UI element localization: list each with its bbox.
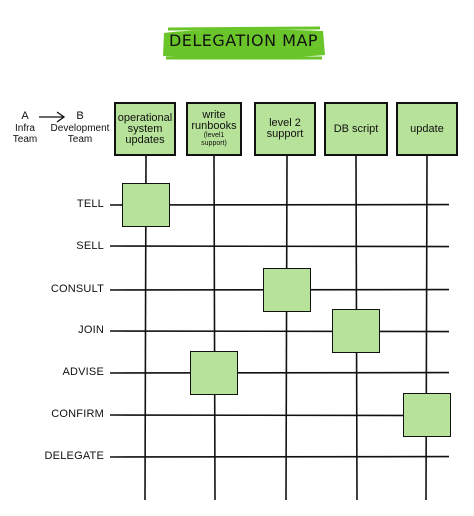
row-label-join: JOIN <box>78 324 104 336</box>
row-gridline <box>109 414 450 417</box>
column-gridline <box>285 155 288 501</box>
row-label-confirm: CONFIRM <box>51 408 104 420</box>
title-highlight <box>163 26 325 60</box>
arrow-right-icon <box>39 111 66 123</box>
legend-to-team: Development Team <box>50 123 110 145</box>
column-header-level2: level 2 support <box>254 102 316 156</box>
legend-from-team: Infra Team <box>12 123 38 145</box>
row-gridline <box>109 245 450 248</box>
delegation-cell <box>403 393 451 437</box>
row-label-delegate: DELEGATE <box>44 450 104 462</box>
column-label: operational system updates <box>117 111 173 146</box>
column-label: update <box>410 122 444 135</box>
column-label: level 2 support <box>266 117 304 140</box>
page-title: DELEGATION MAP <box>168 31 319 50</box>
column-header-update: update <box>396 102 458 156</box>
column-gridline <box>425 155 428 501</box>
row-label-advise: ADVISE <box>62 366 104 378</box>
column-label: write runbooks <box>191 109 237 132</box>
legend-from-letter: A <box>21 110 29 122</box>
column-header-operational: operational system updates <box>114 102 176 156</box>
row-label-tell: TELL <box>76 198 104 210</box>
column-header-db-script: DB script <box>324 102 388 156</box>
delegation-cell <box>263 268 311 312</box>
row-label-consult: CONSULT <box>50 283 104 295</box>
row-gridline <box>109 330 450 333</box>
delegation-cell <box>332 309 380 353</box>
column-gridline <box>213 155 216 501</box>
legend-to-letter: B <box>76 110 84 122</box>
column-sublabel: (level1 support) <box>201 132 227 147</box>
delegation-cell <box>122 183 170 227</box>
column-label: DB script <box>333 122 379 135</box>
row-label-sell: SELL <box>76 240 104 252</box>
delegation-cell <box>190 351 238 395</box>
column-header-runbooks: write runbooks(level1 support) <box>186 102 242 156</box>
